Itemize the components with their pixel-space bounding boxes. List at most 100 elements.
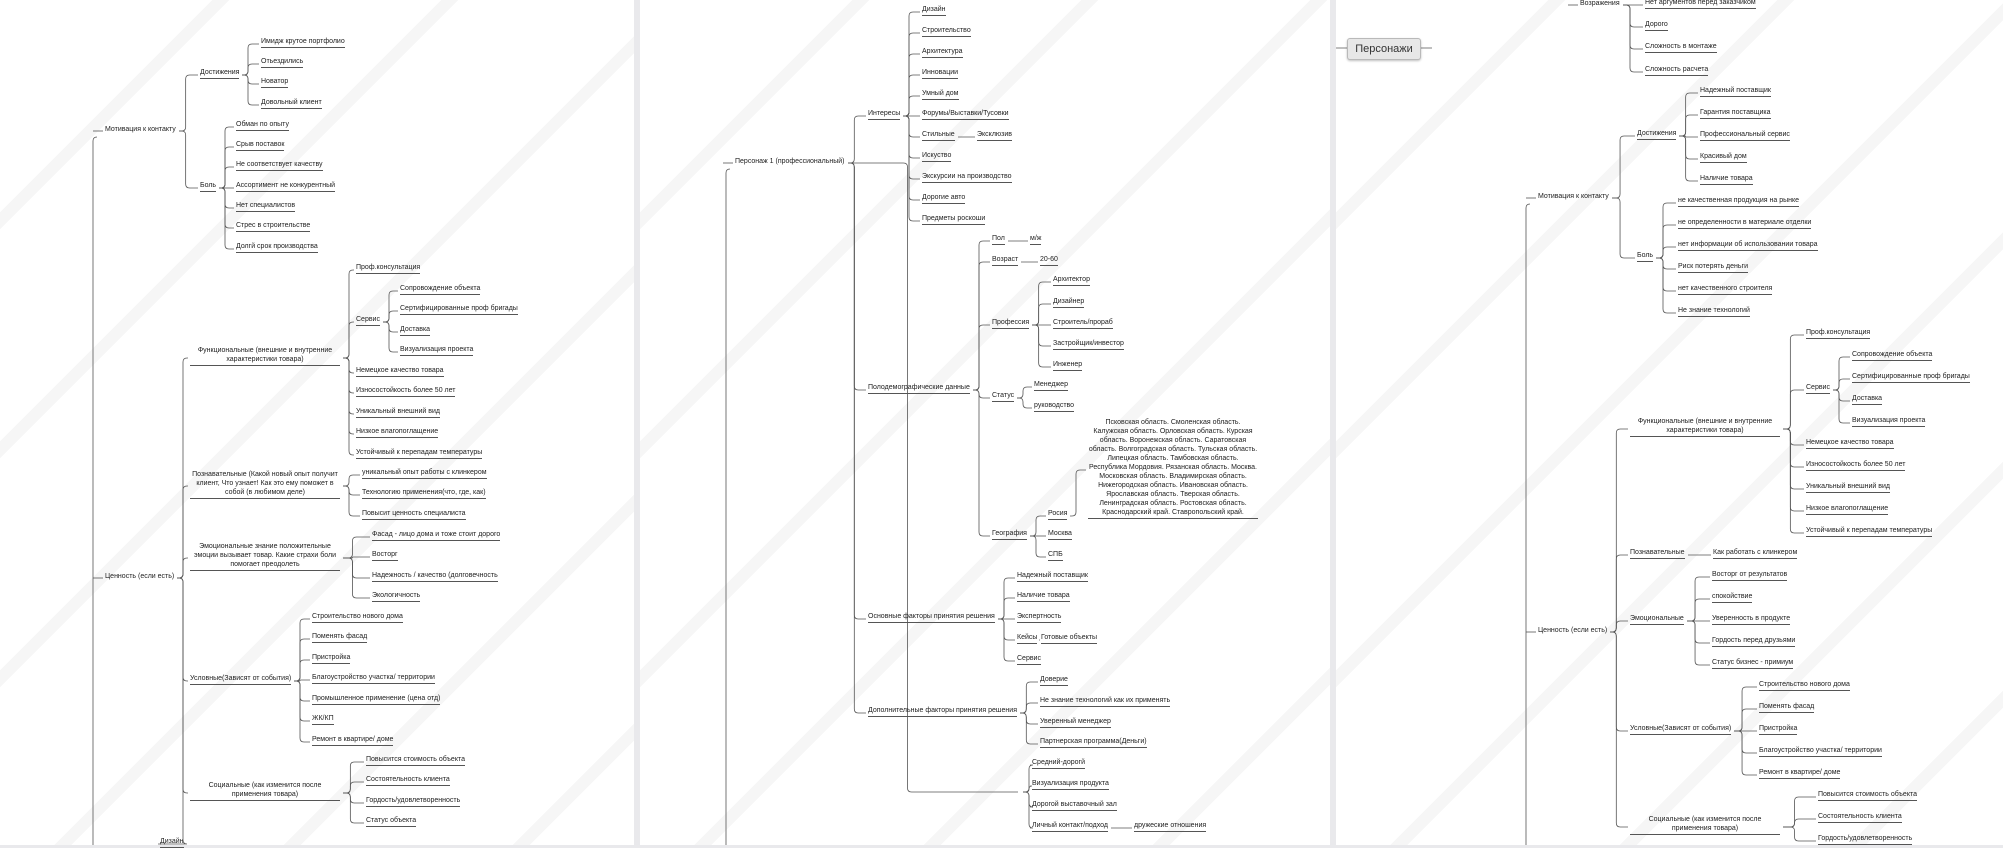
mindmap-node-panel-3-s3[interactable]: Гордость/удовлетворенность: [1818, 834, 1913, 845]
mindmap-node-panel-3-m2b[interactable]: не определенности в материале отделки: [1678, 218, 1812, 229]
mindmap-node-panel-3-s1[interactable]: Повысится стоимость объекта: [1818, 790, 1917, 801]
mindmap-node-panel-1-m1c[interactable]: Новатор: [261, 77, 289, 88]
mindmap-node-panel-1-f2[interactable]: Немецкое качество товара: [356, 366, 444, 377]
mindmap-node-panel-3-e3[interactable]: Уверенность в продукте: [1712, 614, 1791, 625]
mindmap-node-panel-3-b[interactable]: Возражения: [1580, 0, 1620, 7]
mindmap-node-panel-3-f6[interactable]: Устойчивый к перепадам температуры: [1806, 526, 1933, 537]
mindmap-node-panel-1-m1b[interactable]: Отьездились: [261, 57, 304, 68]
mindmap-node-panel-3-fs1[interactable]: Сопровождение объекта: [1852, 350, 1933, 361]
mindmap-node-panel-3-fs4[interactable]: Визуализация проекта: [1852, 416, 1926, 427]
mindmap-node-panel-2-g4a[interactable]: Менеджер: [1034, 380, 1068, 391]
mindmap-node-panel-1-u7[interactable]: Ремонт в квартире/ доме: [312, 735, 394, 746]
mindmap-node-panel-1-fs2[interactable]: Сертифицированные проф бригады: [400, 304, 518, 315]
mindmap-node-panel-1-e[interactable]: Эмоциональные знание положительные эмоци…: [190, 542, 340, 571]
mindmap-node-panel-2-i4[interactable]: Инновации: [922, 68, 959, 79]
mindmap-node-panel-2-g5b[interactable]: Москва: [1048, 529, 1072, 540]
mindmap-node-panel-3-m1d[interactable]: Красивый дом: [1700, 152, 1747, 163]
mindmap-node-panel-1-c2[interactable]: Технологию применения(что, где, как): [362, 488, 486, 499]
mindmap-node-panel-2-a4[interactable]: Партнерская программа(Деньги): [1040, 737, 1147, 748]
mindmap-node-panel-3-c[interactable]: Познавательные: [1630, 548, 1685, 559]
mindmap-node-panel-1-fs1[interactable]: Сопровождение объекта: [400, 284, 481, 295]
mindmap-node-panel-3-u5[interactable]: Ремонт в квартире/ доме: [1759, 768, 1841, 779]
mindmap-node-panel-1-f6[interactable]: Устойчивый к перепадам температуры: [356, 448, 483, 459]
mindmap-node-panel-2-a[interactable]: Дополнительные факторы принятия решения: [868, 706, 1018, 717]
mindmap-node-panel-1-m2c[interactable]: Не соответствует качеству: [236, 160, 323, 171]
mindmap-node-panel-2-i6[interactable]: Форумы/Выставки/Тусовки: [922, 109, 1009, 120]
mindmap-node-panel-3-m1e[interactable]: Наличие товара: [1700, 174, 1753, 185]
mindmap-node-panel-3-f2[interactable]: Немецкое качество товара: [1806, 438, 1894, 449]
mindmap-node-panel-3-b3[interactable]: Сложность в монтаже: [1645, 42, 1717, 53]
mindmap-node-panel-1-m2f[interactable]: Стрес в строительстве: [236, 221, 311, 232]
mindmap-node-panel-3-m1[interactable]: Достижения: [1637, 129, 1677, 140]
mindmap-node-panel-3-u2[interactable]: Поменять фасад: [1759, 702, 1815, 713]
mindmap-node-panel-3-e2[interactable]: спокойствие: [1712, 592, 1753, 603]
mindmap-node-panel-1-m2g[interactable]: Долгй срок производства: [236, 242, 318, 253]
mindmap-node-panel-3-u1[interactable]: Строительство нового дома: [1759, 680, 1850, 691]
mindmap-node-panel-2-a3[interactable]: Уверенный менеджер: [1040, 717, 1111, 728]
mindmap-node-panel-1-f[interactable]: Функциональные (внешние и внутренние хар…: [190, 346, 340, 366]
mindmap-node-panel-2-h1[interactable]: Средний-дорогй: [1032, 758, 1086, 769]
mindmap-node-panel-1-s[interactable]: Социальные (как изменится после применен…: [190, 781, 340, 801]
mindmap-node-panel-1-u1[interactable]: Строительство нового дома: [312, 612, 403, 623]
mindmap-node-panel-1-e1[interactable]: Фасад - лицо дома и тоже стоит дорого: [372, 530, 501, 541]
mindmap-node-panel-3-fs2[interactable]: Сертифицированные проф бригады: [1852, 372, 1970, 383]
mindmap-node-panel-2-a1[interactable]: Доверие: [1040, 675, 1068, 686]
mindmap-node-panel-1-v[interactable]: Ценность (если есть): [105, 572, 175, 580]
mindmap-node-panel-2-o2[interactable]: Наличие товара: [1017, 591, 1070, 602]
mindmap-node-panel-3-m2e[interactable]: нет качественного строителя: [1678, 284, 1773, 295]
mindmap-node-panel-3-m2a[interactable]: не качественная продукция на рынке: [1678, 196, 1800, 207]
mindmap-node-panel-3-s2[interactable]: Состоятельность клиента: [1818, 812, 1902, 823]
mindmap-node-panel-2-i7[interactable]: Стильные: [922, 130, 955, 141]
mindmap-node-panel-3-m2d[interactable]: Риск потерять деньги: [1678, 262, 1748, 273]
mindmap-node-panel-3-e1[interactable]: Восторг от результатов: [1712, 570, 1788, 581]
mindmap-node-panel-1-m1d[interactable]: Довольный клиент: [261, 98, 322, 109]
mindmap-node-panel-3-b4[interactable]: Сложность расчета: [1645, 65, 1709, 76]
mindmap-node-panel-1-e2[interactable]: Восторг: [372, 550, 398, 561]
mindmap-node-panel-2-g[interactable]: Полодемографические данные: [868, 383, 970, 394]
mindmap-node-panel-2-i8[interactable]: Искуство: [922, 151, 952, 162]
mindmap-node-panel-2-i[interactable]: Интересы: [868, 109, 901, 120]
mindmap-node-panel-1-u5[interactable]: Промышленное применение (цена отд): [312, 694, 441, 705]
mindmap-node-panel-2-i2[interactable]: Строительство: [922, 26, 971, 37]
mindmap-node-panel-3-f3[interactable]: Износостойкость более 50 лет: [1806, 460, 1906, 471]
mindmap-node-panel-1-m2b[interactable]: Срыв поставок: [236, 140, 285, 151]
mindmap-node-panel-3-m1a[interactable]: Надежный поставщик: [1700, 86, 1771, 97]
mindmap-node-panel-1-s1[interactable]: Повысится стоимость объекта: [366, 755, 465, 766]
mindmap-node-panel-2-g3c[interactable]: Строитель/прораб: [1053, 318, 1113, 329]
mindmap-node-panel-2-o[interactable]: Основные факторы принятия решения: [868, 612, 995, 623]
mindmap-node-panel-1-m2a[interactable]: Обман по опыту: [236, 120, 289, 131]
mindmap-node-panel-2-g5t[interactable]: Псковская область. Смоленская область. К…: [1088, 418, 1258, 519]
mindmap-node-panel-2-h4a[interactable]: дружеские отношения: [1134, 821, 1207, 832]
mindmap-node-panel-1-fs4[interactable]: Визуализация проекта: [400, 345, 474, 356]
mindmap-node-panel-1-fs3[interactable]: Доставка: [400, 325, 431, 336]
mindmap-node-panel-1-d[interactable]: Дизайн: [160, 837, 184, 848]
mindmap-node-panel-1-m2d[interactable]: Ассортимент не конкурентный: [236, 181, 336, 192]
mindmap-node-panel-2-h2[interactable]: Визуализация продукта: [1032, 779, 1109, 790]
mindmap-node-panel-3-m1c[interactable]: Профессиональный сервис: [1700, 130, 1790, 141]
mindmap-node-panel-1-m2[interactable]: Боль: [200, 181, 217, 192]
mindmap-node-panel-1-m1a[interactable]: Имидж крутое портфолио: [261, 37, 345, 48]
mindmap-node-panel-1-u3[interactable]: Пристройка: [312, 653, 351, 664]
mindmap-node-panel-1-f0[interactable]: Проф.консультация: [356, 263, 421, 274]
mindmap-node-panel-2-o1[interactable]: Надежный поставщик: [1017, 571, 1088, 582]
mindmap-node-panel-2-a2[interactable]: Не знание технологий как их применять: [1040, 696, 1171, 707]
mindmap-node-panel-3-f4[interactable]: Уникальный внешний вид: [1806, 482, 1890, 493]
mindmap-node-panel-1-u[interactable]: Условные(Зависят от события): [190, 674, 292, 685]
mindmap-node-panel-2-i1[interactable]: Дизайн: [922, 5, 946, 16]
mindmap-node-panel-1-m1[interactable]: Достижения: [200, 68, 240, 79]
mindmap-node-panel-3-c1[interactable]: Как работать с клинкером: [1713, 548, 1798, 559]
mindmap-node-panel-3-fs[interactable]: Сервис: [1806, 383, 1830, 394]
mindmap-node-panel-3-m2[interactable]: Боль: [1637, 251, 1654, 262]
persona-root-node[interactable]: Персонажи: [1347, 38, 1421, 60]
mindmap-node-panel-3-e4[interactable]: Гордость перед друзьями: [1712, 636, 1796, 647]
mindmap-node-panel-2-i11[interactable]: Предметы роскоши: [922, 214, 986, 225]
mindmap-node-panel-3-b1[interactable]: Нет аргументов перед заказчиком: [1645, 0, 1756, 9]
mindmap-node-panel-2-g3e[interactable]: Инженер: [1053, 360, 1083, 371]
mindmap-node-panel-2-i10[interactable]: Дорогие авто: [922, 193, 966, 204]
mindmap-node-panel-2-g5c[interactable]: СПБ: [1048, 550, 1063, 561]
mindmap-node-panel-3-m2c[interactable]: нет информации об использовании товара: [1678, 240, 1818, 251]
mindmap-node-panel-3-f5[interactable]: Низкое влагопоглащение: [1806, 504, 1889, 515]
mindmap-node-panel-2-r[interactable]: Персонаж 1 (профессиональный): [735, 157, 845, 165]
mindmap-node-panel-1-f5[interactable]: Низкое влагопоглащение: [356, 427, 439, 438]
mindmap-node-panel-2-g5a[interactable]: Росия: [1048, 509, 1068, 520]
